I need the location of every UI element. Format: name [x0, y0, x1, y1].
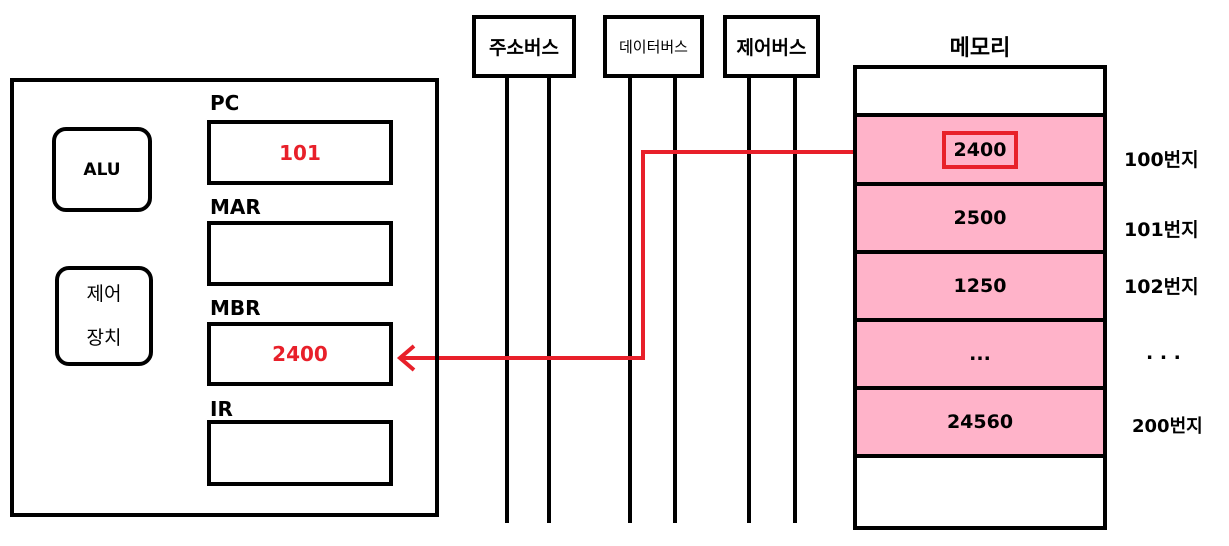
memory-value-100: 2400 [953, 138, 1007, 161]
control-bus-label: 제어버스 [736, 37, 807, 59]
memory-divider [857, 454, 1103, 458]
data-bus-title: 데이터버스 [603, 15, 704, 78]
address-bus-title: 주소버스 [472, 15, 576, 78]
memory-value-101: 2500 [953, 207, 1007, 229]
address-label-200: 200번지 [1132, 416, 1203, 437]
alu-label: ALU [83, 159, 121, 180]
control-unit-label: 제어 장치 [86, 283, 122, 349]
memory-cell-ellipsis: ... [857, 318, 1103, 386]
ir-register [207, 420, 393, 486]
data-transfer-path [402, 150, 944, 360]
memory-title: 메모리 [949, 36, 1011, 61]
control-bus-title: 제어버스 [723, 15, 820, 78]
mbr-label: MBR [210, 296, 261, 320]
memory-value-highlight: 2400 [941, 130, 1019, 169]
address-label-ellipsis: . . . [1146, 342, 1181, 364]
memory-cell-101: 2500 [857, 182, 1103, 250]
pc-label: PC [210, 91, 240, 115]
ir-label: IR [210, 397, 233, 421]
address-label-101: 101번지 [1124, 219, 1199, 241]
address-label-100: 100번지 [1124, 149, 1199, 171]
alu-box: ALU [52, 127, 152, 212]
memory-value-200: 24560 [946, 411, 1014, 433]
control-unit-box: 제어 장치 [55, 266, 153, 366]
mar-label: MAR [210, 195, 261, 219]
data-transfer-arrowhead [396, 344, 416, 372]
memory-frame: 2400 2500 1250 ... 24560 [853, 65, 1107, 530]
memory-value-102: 1250 [953, 275, 1007, 297]
address-label-102: 102번지 [1124, 276, 1199, 298]
mbr-value: 2400 [272, 342, 328, 366]
memory-cell-100: 2400 [857, 113, 1103, 182]
pc-value: 101 [279, 140, 321, 165]
memory-cell-102: 1250 [857, 250, 1103, 318]
address-bus-label: 주소버스 [489, 37, 559, 59]
data-bus-label: 데이터버스 [618, 38, 688, 56]
memory-value-ellipsis: ... [969, 343, 991, 365]
pc-register: 101 [207, 120, 393, 185]
memory-cell-200: 24560 [857, 386, 1103, 454]
cpu-frame [10, 78, 439, 517]
mbr-register: 2400 [207, 322, 393, 386]
mar-register [207, 221, 393, 286]
